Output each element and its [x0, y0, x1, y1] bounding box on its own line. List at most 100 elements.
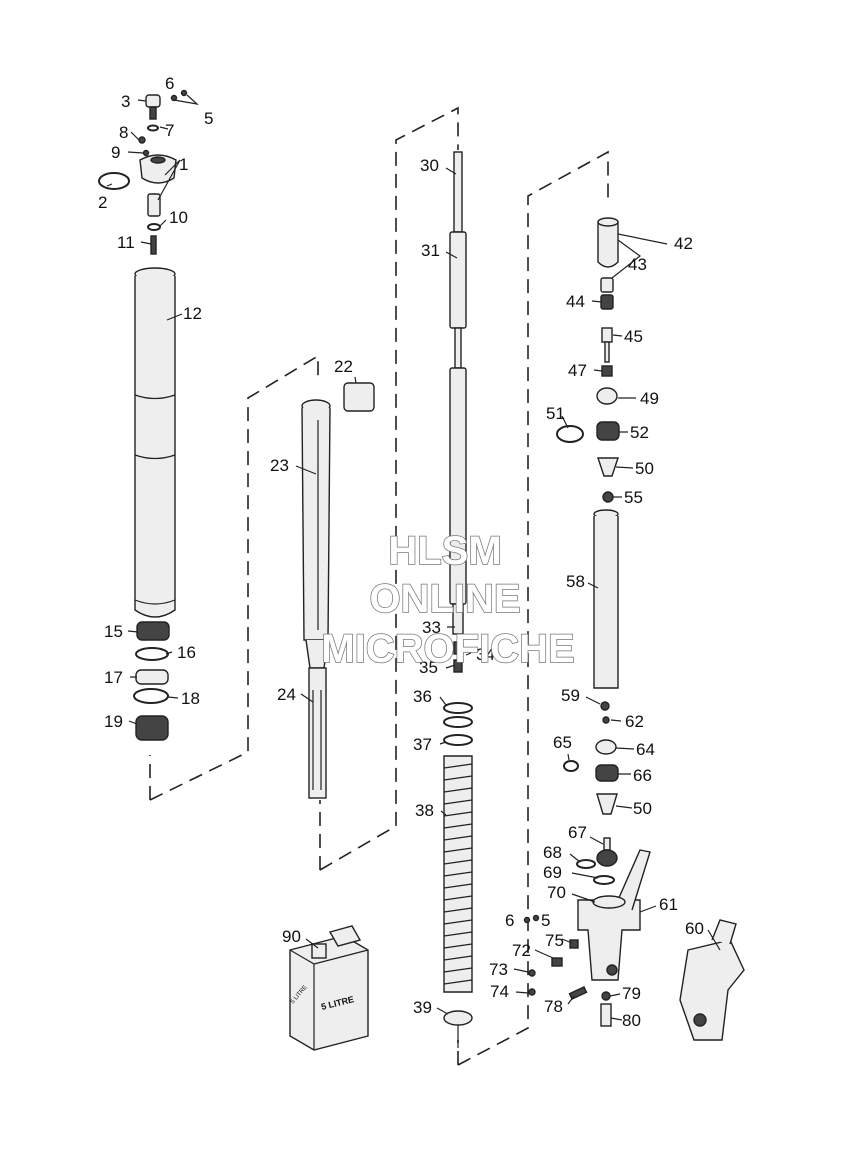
part-79-washer[interactable] [601, 991, 611, 1001]
label-1[interactable]: 1 [179, 155, 188, 174]
part-42-cap-bolt[interactable] [597, 221, 619, 268]
label-58[interactable]: 58 [566, 572, 585, 591]
part-75-nut[interactable] [569, 939, 579, 949]
label-61[interactable]: 61 [659, 895, 678, 914]
label-50-upper[interactable]: 50 [635, 459, 654, 478]
part-65-oring[interactable] [563, 760, 579, 772]
label-23[interactable]: 23 [270, 456, 289, 475]
part-8-screw[interactable] [138, 136, 146, 144]
part-73-ball[interactable] [528, 969, 536, 977]
label-33[interactable]: 33 [422, 618, 441, 637]
part-3-adjuster-knob[interactable] [145, 94, 161, 108]
part-60-fork-bottom-right[interactable] [679, 939, 745, 1041]
label-65[interactable]: 65 [553, 733, 572, 752]
label-69[interactable]: 69 [543, 863, 562, 882]
label-72[interactable]: 72 [512, 941, 531, 960]
part-39-spring-seat[interactable] [443, 1010, 473, 1026]
part-15-seal[interactable] [136, 621, 170, 641]
label-11[interactable]: 11 [117, 233, 135, 252]
part-67-screw[interactable] [603, 837, 611, 851]
label-42[interactable]: 42 [674, 234, 693, 253]
part-61-fork-bottom[interactable] [577, 899, 641, 981]
part-18-ring[interactable] [133, 688, 169, 704]
label-59[interactable]: 59 [561, 686, 580, 705]
label-34[interactable]: 34 [476, 645, 495, 664]
part-59-screw[interactable] [600, 701, 610, 711]
label-75[interactable]: 75 [545, 931, 564, 950]
label-10[interactable]: 10 [169, 208, 188, 227]
label-55[interactable]: 55 [624, 488, 643, 507]
label-6b[interactable]: 6 [505, 911, 514, 930]
part-80-bolt[interactable] [600, 1003, 612, 1027]
part-23-inner-tube[interactable] [301, 407, 331, 641]
label-2[interactable]: 2 [98, 193, 107, 212]
label-8[interactable]: 8 [119, 123, 128, 142]
label-35[interactable]: 35 [419, 658, 438, 677]
label-62[interactable]: 62 [625, 712, 644, 731]
part-55-nut[interactable] [602, 491, 614, 503]
label-16[interactable]: 16 [177, 643, 196, 662]
label-5b[interactable]: 5 [541, 911, 550, 930]
part-74-ball[interactable] [528, 988, 536, 996]
part-44-spring[interactable] [600, 294, 614, 310]
part-47-nut[interactable] [601, 365, 613, 377]
label-43[interactable]: 43 [628, 255, 647, 274]
part-30-rod-top[interactable] [453, 151, 463, 233]
label-12[interactable]: 12 [183, 304, 202, 323]
part-62-ball[interactable] [602, 716, 610, 724]
label-60[interactable]: 60 [685, 919, 704, 938]
label-22[interactable]: 22 [334, 357, 353, 376]
part-50-shim-stack[interactable] [597, 457, 619, 477]
label-73[interactable]: 73 [489, 960, 508, 979]
part-24-axle-holder[interactable] [308, 667, 327, 799]
label-50-lower[interactable]: 50 [633, 799, 652, 818]
label-66[interactable]: 66 [633, 766, 652, 785]
part-10-oring[interactable] [147, 223, 161, 231]
part-37-washer[interactable] [443, 734, 473, 746]
label-67[interactable]: 67 [568, 823, 587, 842]
part-43-nut[interactable] [600, 277, 614, 293]
part-58-cartridge-tube[interactable] [593, 516, 619, 689]
part-16-ring[interactable] [135, 647, 169, 661]
part-68-oring[interactable] [576, 859, 596, 869]
part-2-oring[interactable] [98, 172, 130, 190]
label-44[interactable]: 44 [566, 292, 585, 311]
part-70-bushing[interactable] [592, 895, 626, 909]
label-6[interactable]: 6 [165, 74, 174, 93]
label-38[interactable]: 38 [415, 801, 434, 820]
part-19-dust-seal[interactable] [135, 715, 169, 741]
label-68[interactable]: 68 [543, 843, 562, 862]
oil-container[interactable]: 5 LITRE 5 LITRE [289, 925, 369, 1051]
label-9[interactable]: 9 [111, 143, 120, 162]
label-5[interactable]: 5 [204, 109, 213, 128]
label-3[interactable]: 3 [121, 92, 130, 111]
part-78-bolt[interactable] [568, 985, 588, 1001]
part-11-rod[interactable] [150, 235, 157, 255]
label-19[interactable]: 19 [104, 712, 123, 731]
label-39[interactable]: 39 [413, 998, 432, 1017]
part-34-ring[interactable] [453, 641, 463, 655]
part-69-oring[interactable] [593, 875, 615, 885]
label-18[interactable]: 18 [181, 689, 200, 708]
label-90[interactable]: 90 [282, 927, 301, 946]
part-31-damper-rod[interactable] [449, 231, 467, 329]
part-12-outer-tube[interactable] [134, 276, 176, 618]
part-7-oring[interactable] [147, 124, 159, 132]
label-80[interactable]: 80 [622, 1011, 641, 1030]
part-49-washer[interactable] [596, 387, 618, 405]
label-37[interactable]: 37 [413, 735, 432, 754]
label-74[interactable]: 74 [490, 982, 509, 1001]
label-31[interactable]: 31 [421, 241, 440, 260]
label-49[interactable]: 49 [640, 389, 659, 408]
part-72-screw[interactable] [551, 957, 563, 967]
part-22-bushing[interactable] [343, 382, 375, 412]
label-52[interactable]: 52 [630, 423, 649, 442]
part-36-washer[interactable] [443, 702, 473, 714]
label-47[interactable]: 47 [568, 361, 587, 380]
label-64[interactable]: 64 [636, 740, 655, 759]
part-45-valve[interactable] [601, 327, 613, 343]
part-52-seal[interactable] [596, 421, 620, 441]
label-30[interactable]: 30 [420, 156, 439, 175]
label-17[interactable]: 17 [104, 668, 123, 687]
part-66-seal[interactable] [595, 764, 619, 782]
